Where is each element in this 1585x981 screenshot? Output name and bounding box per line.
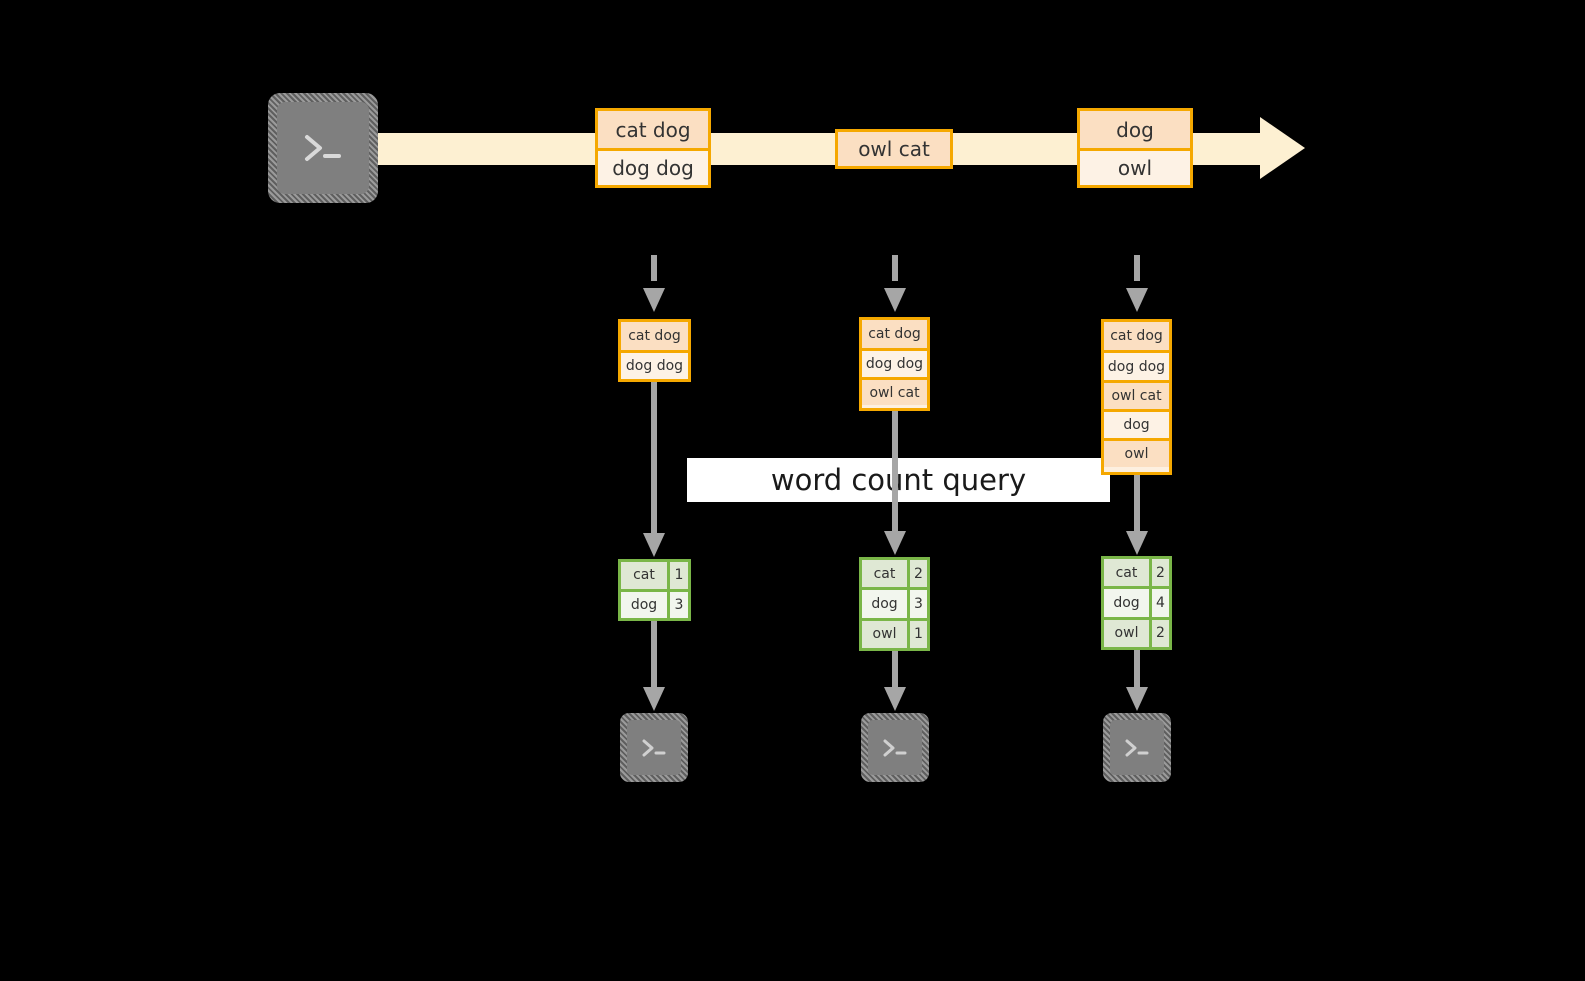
table-cell-count: 2 [1149, 619, 1169, 647]
flow-arrow-3-query [1126, 475, 1148, 555]
snapshot-record: cat dog [862, 320, 927, 348]
snapshot-record: owl cat [862, 377, 927, 405]
dashed-flow-arrow-1 [643, 255, 665, 312]
stream-event-line: owl cat [838, 132, 950, 166]
sink-terminal-icon-2[interactable] [861, 713, 929, 782]
table-row[interactable]: owl 2 [1104, 616, 1169, 647]
table-row[interactable]: cat 1 [621, 562, 688, 589]
flow-arrow-3-sink [1126, 650, 1148, 711]
banner-label: word count query [770, 463, 1027, 497]
snapshot-1-records[interactable]: cat dog dog dog [618, 319, 691, 382]
stream-event-line: dog dog [598, 148, 708, 185]
table-row[interactable]: owl 1 [862, 617, 927, 648]
snapshot-record: owl [1104, 438, 1169, 467]
table-cell-count: 1 [907, 620, 927, 648]
table-cell-count: 3 [907, 590, 927, 618]
stream-event-2[interactable]: owl cat [835, 129, 953, 169]
stream-arrow-icon [1260, 117, 1305, 179]
snapshot-record: dog [1104, 409, 1169, 438]
flow-arrow-2-sink [884, 651, 906, 711]
dashed-flow-arrow-2 [884, 255, 906, 312]
snapshot-record: dog dog [621, 350, 688, 379]
stream-event-line: cat dog [598, 111, 708, 148]
stream-event-3[interactable]: dog owl [1077, 108, 1193, 188]
stream-event-line: owl [1080, 148, 1190, 185]
table-cell-word: owl [1104, 619, 1149, 647]
table-cell-count: 1 [667, 562, 688, 589]
table-row[interactable]: dog 3 [862, 587, 927, 618]
table-row[interactable]: dog 3 [621, 588, 688, 618]
dashed-flow-arrow-3 [1126, 255, 1148, 312]
snapshot-2-records[interactable]: cat dog dog dog owl cat [859, 317, 930, 411]
table-cell-word: cat [1104, 559, 1149, 587]
sink-terminal-icon-3[interactable] [1103, 713, 1171, 782]
word-count-query-banner: word count query [687, 458, 1110, 502]
snapshot-3-result-table[interactable]: cat 2 dog 4 owl 2 [1101, 556, 1172, 650]
table-cell-count: 2 [907, 560, 927, 588]
snapshot-record: cat dog [1104, 322, 1169, 350]
snapshot-record: dog dog [862, 348, 927, 377]
table-row[interactable]: cat 2 [1104, 559, 1169, 587]
table-cell-count: 2 [1149, 559, 1169, 587]
table-cell-word: dog [621, 591, 667, 618]
stream-event-1[interactable]: cat dog dog dog [595, 108, 711, 188]
snapshot-2-result-table[interactable]: cat 2 dog 3 owl 1 [859, 557, 930, 651]
table-cell-count: 3 [667, 591, 688, 618]
snapshot-1-result-table[interactable]: cat 1 dog 3 [618, 559, 691, 621]
table-cell-count: 4 [1149, 589, 1169, 617]
table-cell-word: cat [621, 562, 667, 589]
flow-arrow-2-query [884, 411, 906, 555]
sink-terminal-icon-1[interactable] [620, 713, 688, 782]
source-terminal-icon[interactable] [268, 93, 378, 203]
table-cell-word: dog [1104, 589, 1149, 617]
table-row[interactable]: dog 4 [1104, 586, 1169, 617]
snapshot-record: cat dog [621, 322, 688, 350]
stream-event-line: dog [1080, 111, 1190, 148]
flow-arrow-1-query [643, 382, 665, 557]
snapshot-record: owl cat [1104, 380, 1169, 409]
flow-arrow-1-sink [643, 621, 665, 711]
snapshot-record: dog dog [1104, 350, 1169, 380]
snapshot-3-records[interactable]: cat dog dog dog owl cat dog owl [1101, 319, 1172, 475]
table-cell-word: cat [862, 560, 907, 588]
table-row[interactable]: cat 2 [862, 560, 927, 588]
table-cell-word: owl [862, 620, 907, 648]
table-cell-word: dog [862, 590, 907, 618]
